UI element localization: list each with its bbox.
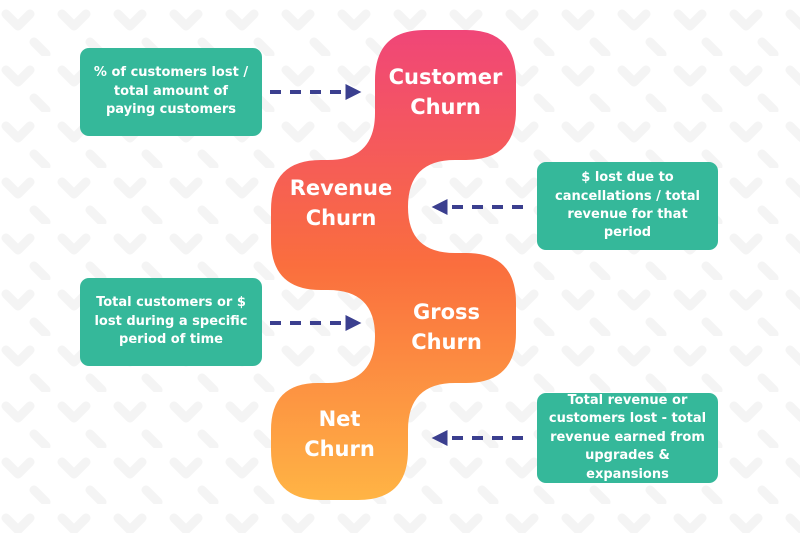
revenue-churn-definition: $ lost due to cancellations / total reve… [537,162,718,250]
gross-churn-label: Gross Churn [411,300,482,355]
gross-churn-definition: Total customers or $ lost during a speci… [80,278,262,366]
customer-churn-label: Customer Churn [388,65,503,120]
churn-flow-shape [271,30,516,500]
customer-churn-definition: % of customers lost / total amount of pa… [80,48,262,136]
net-churn-label: Net Churn [304,407,375,462]
net-churn-definition: Total revenue or customers lost - total … [537,393,718,483]
revenue-churn-label: Revenue Churn [289,176,393,231]
